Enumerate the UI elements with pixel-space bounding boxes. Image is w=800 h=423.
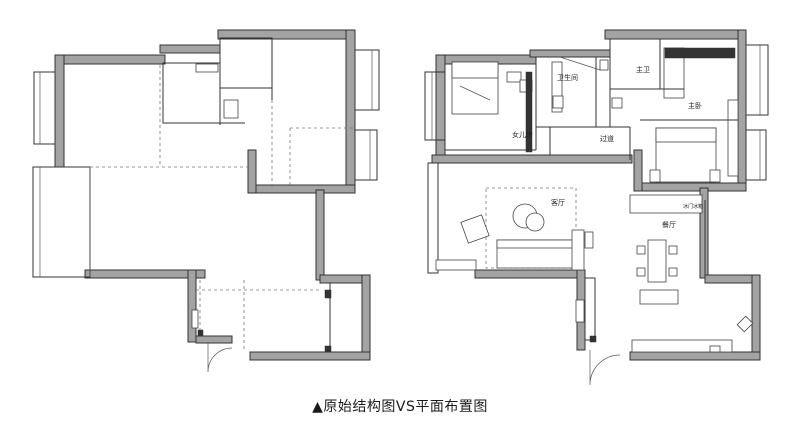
living-room-label: 客厅: [551, 198, 565, 207]
guest-bath-label: 卫生间: [557, 73, 578, 82]
fridge-cabinet-label: 冰门冰箱: [683, 203, 703, 210]
figure-caption: ▲原始结构图VS平面布置图: [312, 399, 488, 415]
master-bath-label: 主卫: [636, 65, 650, 74]
layout-plan: [424, 29, 769, 386]
daughter-room-label: 女儿房: [512, 130, 533, 139]
master-bedroom-label: 主卧: [688, 101, 702, 110]
corridor-label: 过道: [600, 134, 614, 143]
original-structure-plan: [32, 29, 380, 373]
dining-room-label: 餐厅: [662, 220, 676, 229]
